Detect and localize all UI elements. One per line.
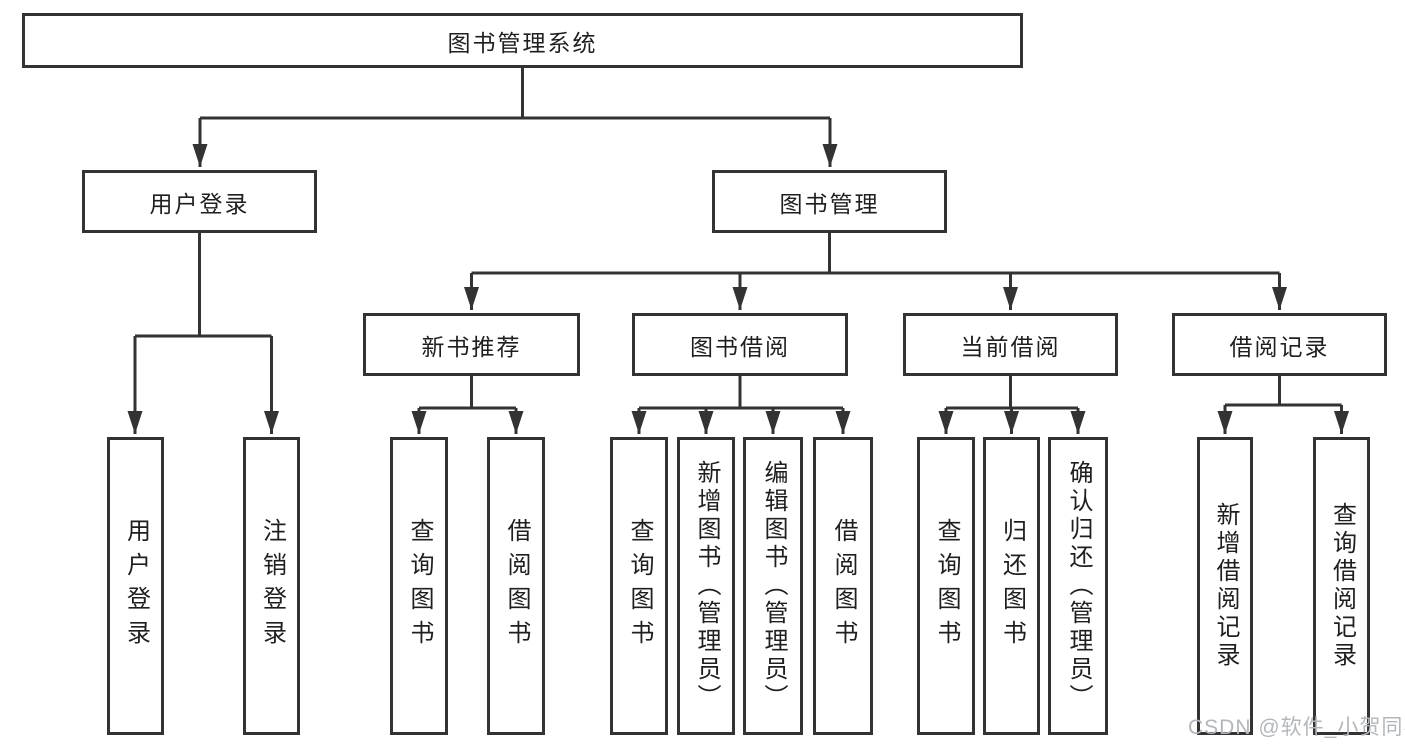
leaf-borrow-books: 借阅图书: [813, 437, 873, 735]
node-label: 查询图书: [406, 518, 433, 654]
node-library-management-system: 图书管理系统: [22, 13, 1023, 68]
connector-borrow-records-children: [1217, 376, 1349, 434]
leaf-logout: 注销登录: [243, 437, 300, 735]
node-label: 借阅图书: [830, 518, 857, 654]
node-book-borrow: 图书借阅: [632, 313, 848, 376]
connector-user-login-children: [127, 233, 279, 434]
connector-book-borrow-children: [631, 376, 851, 434]
node-new-book-recommend: 新书推荐: [363, 313, 580, 376]
node-label: 图书借阅: [690, 333, 790, 360]
leaf-borrow-books-recommend: 借阅图书: [487, 437, 545, 735]
node-label: 新增借阅记录: [1212, 502, 1239, 670]
node-label: 新增图书（管理员）: [693, 460, 720, 712]
node-label: 归还图书: [998, 518, 1026, 654]
connector-current-borrow-children: [938, 376, 1086, 434]
leaf-edit-book-admin: 编辑图书（管理员）: [743, 437, 803, 735]
watermark: CSDN @软件_小贺同学: [1188, 716, 1405, 739]
node-label: 用户登录: [149, 190, 250, 217]
node-label: 当前借阅: [960, 333, 1061, 360]
node-label: 查询图书: [933, 518, 960, 654]
connector-new-book-recommend-children: [411, 376, 524, 434]
leaf-add-book-admin: 新增图书（管理员）: [677, 437, 735, 735]
node-book-management: 图书管理: [712, 170, 947, 233]
node-label: 新书推荐: [421, 333, 522, 360]
node-label: 借阅图书: [503, 518, 530, 654]
connector-book-mgmt-children: [464, 233, 1287, 310]
node-label: 图书管理: [779, 190, 880, 217]
leaf-query-books-current: 查询图书: [917, 437, 975, 735]
node-label: 查询借阅记录: [1328, 502, 1356, 670]
leaf-return-book: 归还图书: [983, 437, 1040, 735]
node-borrow-records: 借阅记录: [1172, 313, 1387, 376]
leaf-query-borrow-record: 查询借阅记录: [1313, 437, 1370, 735]
node-label: 图书管理系统: [447, 29, 598, 56]
node-label: 用户登录: [122, 518, 150, 654]
node-label: 查询图书: [626, 518, 653, 654]
leaf-query-books-borrow: 查询图书: [610, 437, 668, 735]
node-label: 借阅记录: [1229, 333, 1330, 360]
leaf-query-books-recommend: 查询图书: [390, 437, 448, 735]
leaf-add-borrow-record: 新增借阅记录: [1197, 437, 1253, 735]
node-label: 确认归还（管理员）: [1065, 460, 1092, 712]
node-label: 编辑图书（管理员）: [760, 460, 787, 712]
node-current-borrow: 当前借阅: [903, 313, 1118, 376]
connector-root-to-level2: [192, 68, 838, 167]
leaf-confirm-return-admin: 确认归还（管理员）: [1048, 437, 1108, 735]
node-label: 注销登录: [258, 518, 286, 654]
leaf-user-login: 用户登录: [107, 437, 164, 735]
node-user-login: 用户登录: [82, 170, 317, 233]
